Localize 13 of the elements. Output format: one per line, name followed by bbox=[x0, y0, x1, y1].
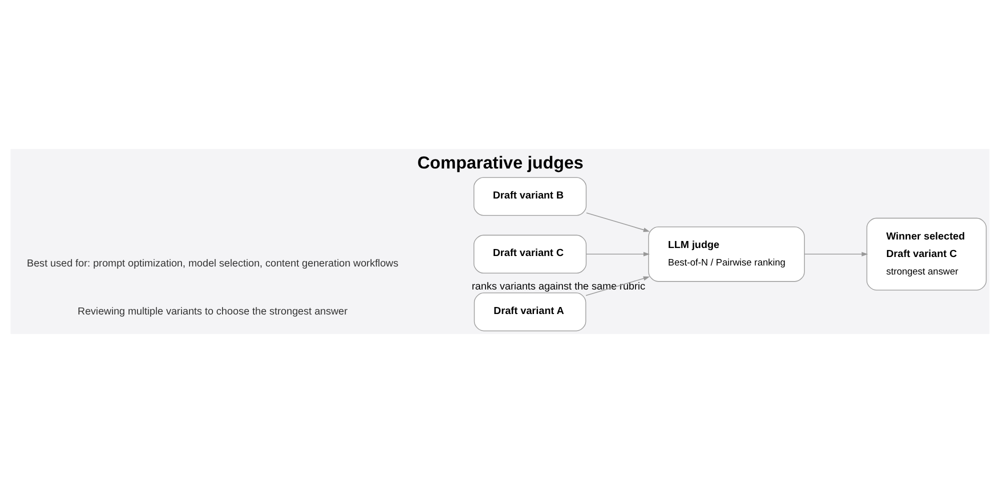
node-label: ranks variants against the same rubric bbox=[472, 281, 646, 292]
node-box: LLM judge Best-of-N / Pairwise ranking bbox=[648, 226, 805, 282]
node-box: Draft variant C bbox=[474, 234, 587, 274]
node-box: Draft variant A bbox=[474, 292, 586, 331]
node-box: Draft variant B bbox=[474, 176, 587, 216]
diagram-title: Comparative judges bbox=[417, 152, 584, 172]
node-box: Winner selected Draft variant C strongest answer bbox=[866, 217, 987, 290]
label: Reviewing multiple variants to choose the strongest answer bbox=[78, 306, 348, 318]
arrow bbox=[586, 276, 650, 296]
arrow bbox=[804, 251, 868, 256]
label: Best used for: prompt optimization, model selection, content generation workflows bbox=[26, 258, 398, 269]
arrow bbox=[586, 251, 650, 256]
arrow bbox=[586, 212, 650, 232]
